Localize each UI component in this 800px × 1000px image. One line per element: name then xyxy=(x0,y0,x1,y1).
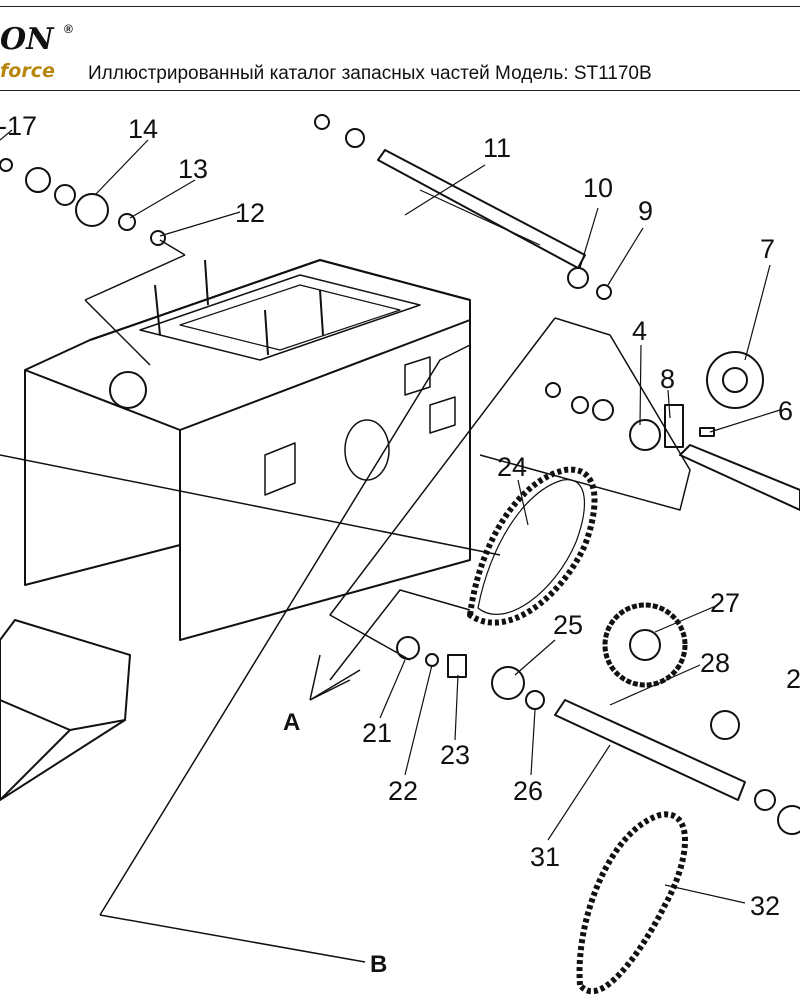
lower-shaft xyxy=(554,699,800,835)
callout-24: 24 xyxy=(497,452,527,482)
callout-31: 31 xyxy=(530,842,560,872)
header-top-rule xyxy=(0,6,800,7)
callout-10: 10 xyxy=(583,173,613,203)
exploded-parts-diagram: -17 14 13 12 11 10 9 7 4 8 6 24 27 25 28… xyxy=(0,111,800,995)
callout-9: 9 xyxy=(638,196,653,226)
brand-registered-mark: ® xyxy=(64,22,73,36)
lower-cover xyxy=(0,619,131,801)
callout-leaders xyxy=(0,129,781,904)
callout-22: 22 xyxy=(388,776,418,806)
upper-shaft xyxy=(314,114,612,300)
callout-21: 21 xyxy=(362,718,392,748)
housing xyxy=(24,259,471,641)
callout-23: 23 xyxy=(440,740,470,770)
callout-4: 4 xyxy=(632,316,647,346)
header-rule xyxy=(0,90,800,91)
callout-labels: -17 14 13 12 11 10 9 7 4 8 6 24 27 25 28… xyxy=(0,111,800,978)
brand-tagline: force xyxy=(0,60,55,82)
brand-logo: ON xyxy=(0,22,54,57)
callout-7: 7 xyxy=(760,234,775,264)
callout-6: 6 xyxy=(778,396,793,426)
reference-lines xyxy=(0,239,691,963)
callout-14: 14 xyxy=(128,114,158,144)
callout-17: -17 xyxy=(0,111,37,141)
callout-25: 25 xyxy=(553,610,583,640)
callout-B: B xyxy=(370,951,387,978)
callout-13: 13 xyxy=(178,154,208,184)
callout-A: A xyxy=(283,709,300,736)
callout-28: 28 xyxy=(700,648,730,678)
callout-32: 32 xyxy=(750,891,780,921)
chain-24 xyxy=(467,466,598,626)
chain-32 xyxy=(576,811,688,995)
catalog-title: Иллюстрированный каталог запасных частей… xyxy=(88,63,652,84)
callout-26: 26 xyxy=(513,776,543,806)
callout-27: 27 xyxy=(710,588,740,618)
callout-2: 2 xyxy=(786,664,800,694)
callout-12: 12 xyxy=(235,198,265,228)
left-hardware xyxy=(0,158,166,246)
callout-8: 8 xyxy=(660,364,675,394)
callout-11: 11 xyxy=(483,133,511,163)
drive-shaft xyxy=(545,351,800,511)
